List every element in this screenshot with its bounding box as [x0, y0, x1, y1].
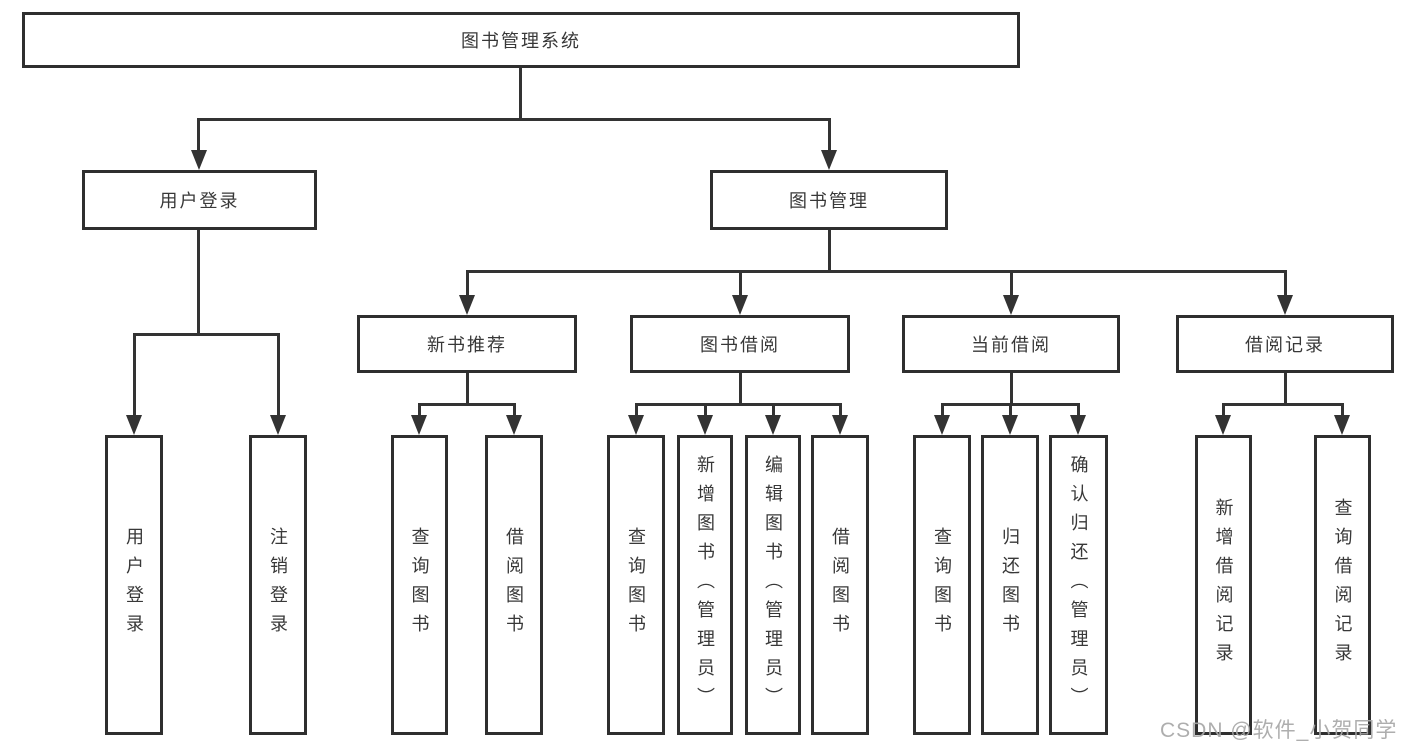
node-user-login-label: 用户登录 [159, 191, 240, 211]
node-leaf-bb-query-books-label: 查询图书 [626, 527, 646, 643]
connector-line [197, 230, 200, 336]
arrowhead-down-icon [628, 415, 644, 435]
node-current-borrowing-label: 当前借阅 [971, 335, 1051, 355]
node-leaf-cb-confirm-return-admin: 确认归还（管理员） [1049, 435, 1108, 735]
node-leaf-nbr-borrow-books: 借阅图书 [485, 435, 543, 735]
arrowhead-down-icon [1003, 295, 1019, 315]
connector-line [277, 333, 280, 417]
connector-line [418, 403, 516, 406]
connector-line [133, 333, 280, 336]
node-new-book-recommend-label: 新书推荐 [427, 335, 507, 355]
connector-line [941, 403, 944, 418]
node-leaf-bb-borrow-books-label: 借阅图书 [830, 527, 850, 643]
arrowhead-down-icon [765, 415, 781, 435]
connector-line [1077, 403, 1080, 418]
connector-line [197, 118, 831, 121]
connector-line [828, 118, 831, 156]
arrowhead-down-icon [1277, 295, 1293, 315]
node-leaf-br-query-record: 查询借阅记录 [1314, 435, 1371, 735]
node-leaf-cb-query-books: 查询图书 [913, 435, 971, 735]
node-root: 图书管理系统 [22, 12, 1020, 68]
node-leaf-logout-label: 注销登录 [268, 527, 288, 643]
node-leaf-cb-confirm-return-admin-label: 确认归还（管理员） [1068, 454, 1089, 716]
connector-line [1222, 403, 1225, 418]
connector-line [772, 403, 775, 418]
connector-line [513, 403, 516, 418]
node-book-borrowing: 图书借阅 [630, 315, 850, 373]
node-book-borrowing-label: 图书借阅 [700, 335, 780, 355]
node-leaf-user-login: 用户登录 [105, 435, 163, 735]
connector-line [828, 230, 831, 273]
arrowhead-down-icon [506, 415, 522, 435]
connector-line [466, 270, 1286, 273]
node-leaf-nbr-query-books: 查询图书 [391, 435, 448, 735]
arrowhead-down-icon [191, 150, 207, 170]
node-leaf-br-add-record: 新增借阅记录 [1195, 435, 1252, 735]
csdn-watermark: CSDN @软件_小贺同学 [1160, 719, 1398, 742]
node-book-management: 图书管理 [710, 170, 948, 230]
connector-line [635, 403, 638, 418]
arrowhead-down-icon [270, 415, 286, 435]
node-leaf-cb-return-books-label: 归还图书 [1000, 527, 1020, 643]
arrowhead-down-icon [126, 415, 142, 435]
node-leaf-bb-edit-books-admin: 编辑图书（管理员） [745, 435, 801, 735]
connector-line [1010, 270, 1013, 297]
connector-line [739, 270, 742, 297]
node-leaf-br-add-record-label: 新增借阅记录 [1213, 498, 1234, 672]
connector-line [1009, 403, 1012, 418]
connector-line [1010, 373, 1013, 405]
connector-line [418, 403, 421, 418]
node-leaf-cb-return-books: 归还图书 [981, 435, 1039, 735]
connector-line [519, 68, 522, 121]
node-leaf-bb-edit-books-admin-label: 编辑图书（管理员） [763, 454, 783, 716]
connector-line [635, 403, 841, 406]
arrowhead-down-icon [1334, 415, 1350, 435]
connector-line [739, 373, 742, 405]
node-leaf-bb-add-books-admin: 新增图书（管理员） [677, 435, 733, 735]
connector-line [704, 403, 707, 418]
node-leaf-nbr-query-books-label: 查询图书 [409, 527, 430, 643]
arrowhead-down-icon [697, 415, 713, 435]
node-leaf-logout: 注销登录 [249, 435, 307, 735]
node-leaf-cb-query-books-label: 查询图书 [932, 527, 952, 643]
connector-line [839, 403, 842, 418]
node-borrow-records: 借阅记录 [1176, 315, 1394, 373]
connector-line [466, 270, 469, 297]
connector-line [1284, 270, 1287, 297]
arrowhead-down-icon [1002, 415, 1018, 435]
connector-line [1341, 403, 1344, 418]
node-leaf-user-login-label: 用户登录 [124, 527, 144, 643]
arrowhead-down-icon [934, 415, 950, 435]
node-leaf-bb-query-books: 查询图书 [607, 435, 665, 735]
connector-line [466, 373, 469, 405]
node-leaf-nbr-borrow-books-label: 借阅图书 [504, 527, 524, 643]
connector-line [1222, 403, 1343, 406]
connector-line [133, 333, 136, 417]
connector-line [197, 118, 200, 156]
arrowhead-down-icon [1215, 415, 1231, 435]
node-user-login: 用户登录 [82, 170, 317, 230]
arrowhead-down-icon [732, 295, 748, 315]
node-leaf-br-query-record-label: 查询借阅记录 [1332, 498, 1353, 672]
node-new-book-recommend: 新书推荐 [357, 315, 577, 373]
arrowhead-down-icon [1070, 415, 1086, 435]
node-book-management-label: 图书管理 [789, 191, 869, 211]
node-borrow-records-label: 借阅记录 [1245, 335, 1325, 355]
arrowhead-down-icon [821, 150, 837, 170]
arrowhead-down-icon [832, 415, 848, 435]
node-leaf-bb-borrow-books: 借阅图书 [811, 435, 869, 735]
arrowhead-down-icon [459, 295, 475, 315]
node-leaf-bb-add-books-admin-label: 新增图书（管理员） [695, 454, 715, 716]
connector-line [1284, 373, 1287, 405]
node-current-borrowing: 当前借阅 [902, 315, 1120, 373]
node-root-label: 图书管理系统 [461, 31, 581, 51]
arrowhead-down-icon [411, 415, 427, 435]
